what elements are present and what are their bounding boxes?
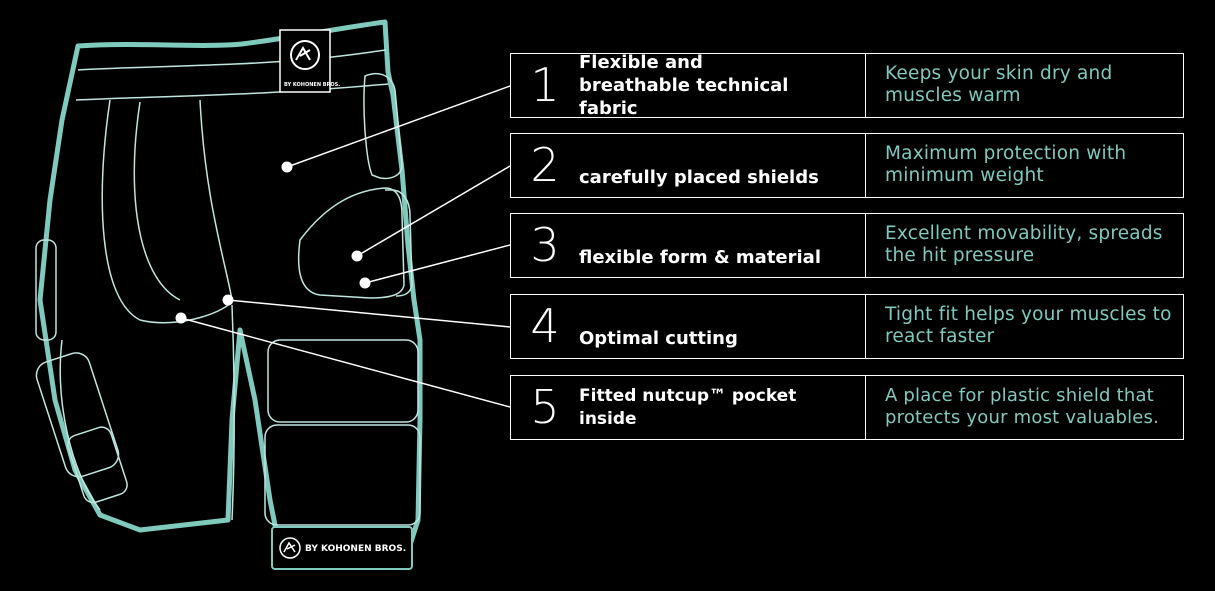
callout-dot-5 (175, 312, 187, 324)
callout-dot-2 (351, 250, 363, 262)
top-brand-tag (279, 29, 331, 93)
feature-title-text: Fitted nutcup™ pocket inside (579, 386, 797, 429)
feature-title: Flexible and breathable technical fabric (579, 52, 866, 119)
feature-number: 4 (530, 299, 560, 353)
callout-dot-1 (281, 161, 293, 173)
feature-description: A place for plastic shield that protects… (885, 385, 1160, 428)
feature-title: Fitted nutcup™ pocket inside (579, 376, 866, 439)
feature-row-3: 3 flexible form & material Excellent mov… (510, 213, 1184, 278)
feature-title-text: flexible form & material (579, 247, 821, 268)
feature-title: Optimal cutting (579, 295, 866, 358)
callout-dot-4 (222, 294, 234, 306)
feature-row-4: 4 Optimal cutting Tight fit helps your m… (510, 294, 1184, 359)
feature-row-1: 1 Flexible and breathable technical fabr… (510, 52, 1184, 119)
callout-dot-3 (359, 277, 371, 289)
feature-description: Maximum protection with minimum weight (885, 143, 1127, 186)
feature-description: Excellent movability, spreads the hit pr… (885, 223, 1163, 266)
feature-title-text: Optimal cutting (579, 328, 738, 349)
feature-description: Keeps your skin dry and muscles warm (885, 63, 1113, 106)
feature-title: carefully placed shields (579, 134, 866, 197)
top-tag-text: BY KOHONEN BROS. (284, 82, 340, 88)
feature-description: Tight fit helps your muscles to react fa… (885, 304, 1172, 347)
seam-lines (59, 49, 389, 521)
feature-title: flexible form & material (579, 214, 866, 277)
feature-number: 1 (530, 58, 560, 112)
thigh-pads (35, 239, 421, 526)
feature-title-text: carefully placed shields (579, 167, 819, 188)
feature-number: 3 (530, 218, 560, 272)
shorts-outline (37, 19, 423, 553)
hip-shield (297, 72, 413, 299)
callout-lines (180, 85, 511, 408)
callout-dots (175, 161, 371, 324)
feature-number: 2 (530, 138, 560, 192)
feature-number: 5 (530, 380, 560, 434)
feature-row-2: 2 carefully placed shields Maximum prote… (510, 133, 1184, 198)
bottom-tag-text: BY KOHONEN BROS. (305, 544, 406, 554)
feature-row-5: 5 Fitted nutcup™ pocket inside A place f… (510, 375, 1184, 440)
bottom-brand-tag (271, 526, 413, 570)
feature-title-text: Flexible and breathable technical fabric (579, 52, 789, 119)
